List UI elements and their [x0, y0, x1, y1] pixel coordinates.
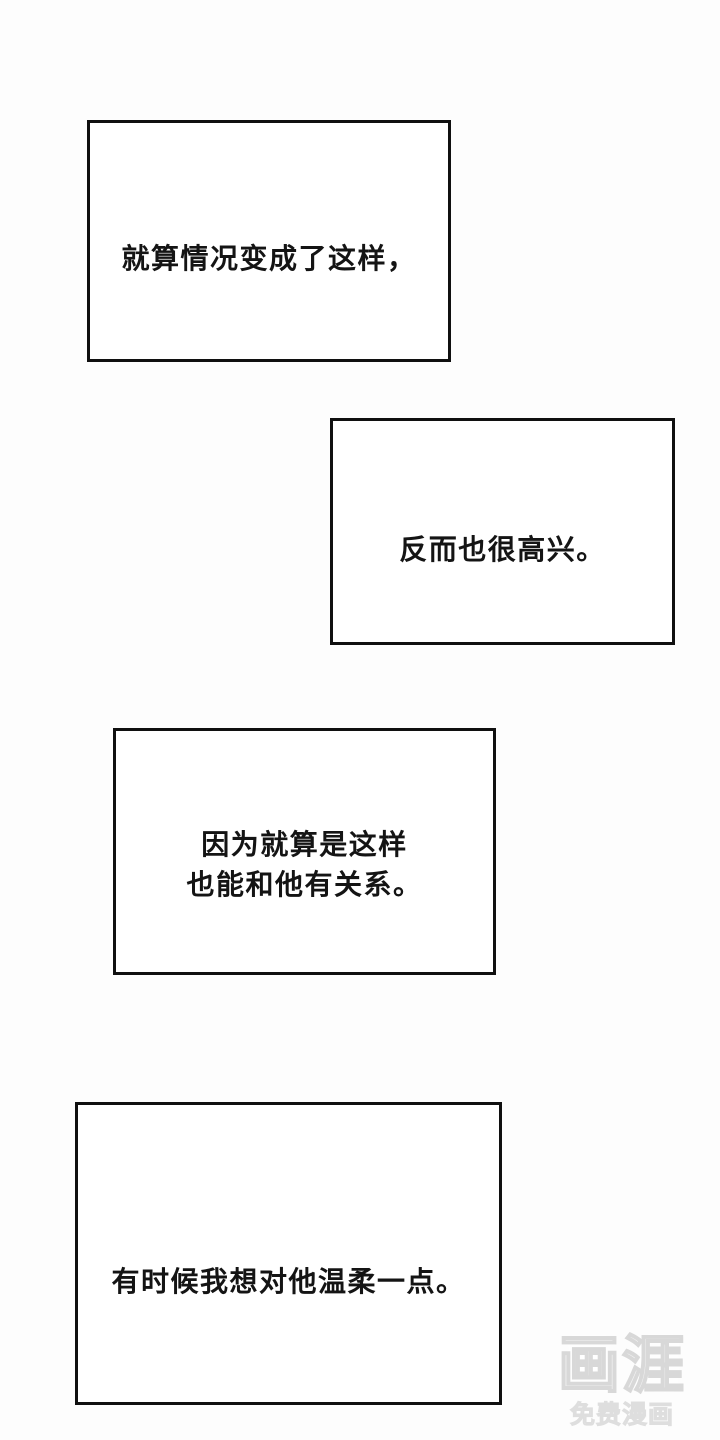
panel-2-caption: 反而也很高兴。 — [399, 532, 606, 566]
watermark-logo-text: 画涯 — [557, 1328, 686, 1401]
comic-panel-1: 就算情况变成了这样， — [87, 120, 451, 362]
comic-panel-4: 有时候我想对他温柔一点。 — [75, 1102, 502, 1405]
watermark-subtitle-text: 免费漫画 — [569, 1400, 674, 1430]
panel-1-caption: 就算情况变成了这样， — [121, 242, 417, 275]
comic-panel-3: 因为就算是这样 也能和他有关系。 — [113, 728, 496, 975]
panel-3-caption: 因为就算是这样 也能和他有关系。 — [186, 827, 423, 901]
panel-4-caption: 有时候我想对他温柔一点。 — [111, 1264, 466, 1298]
site-watermark: 画涯 免费漫画 — [542, 1302, 702, 1430]
comic-panel-2: 反而也很高兴。 — [330, 418, 675, 645]
